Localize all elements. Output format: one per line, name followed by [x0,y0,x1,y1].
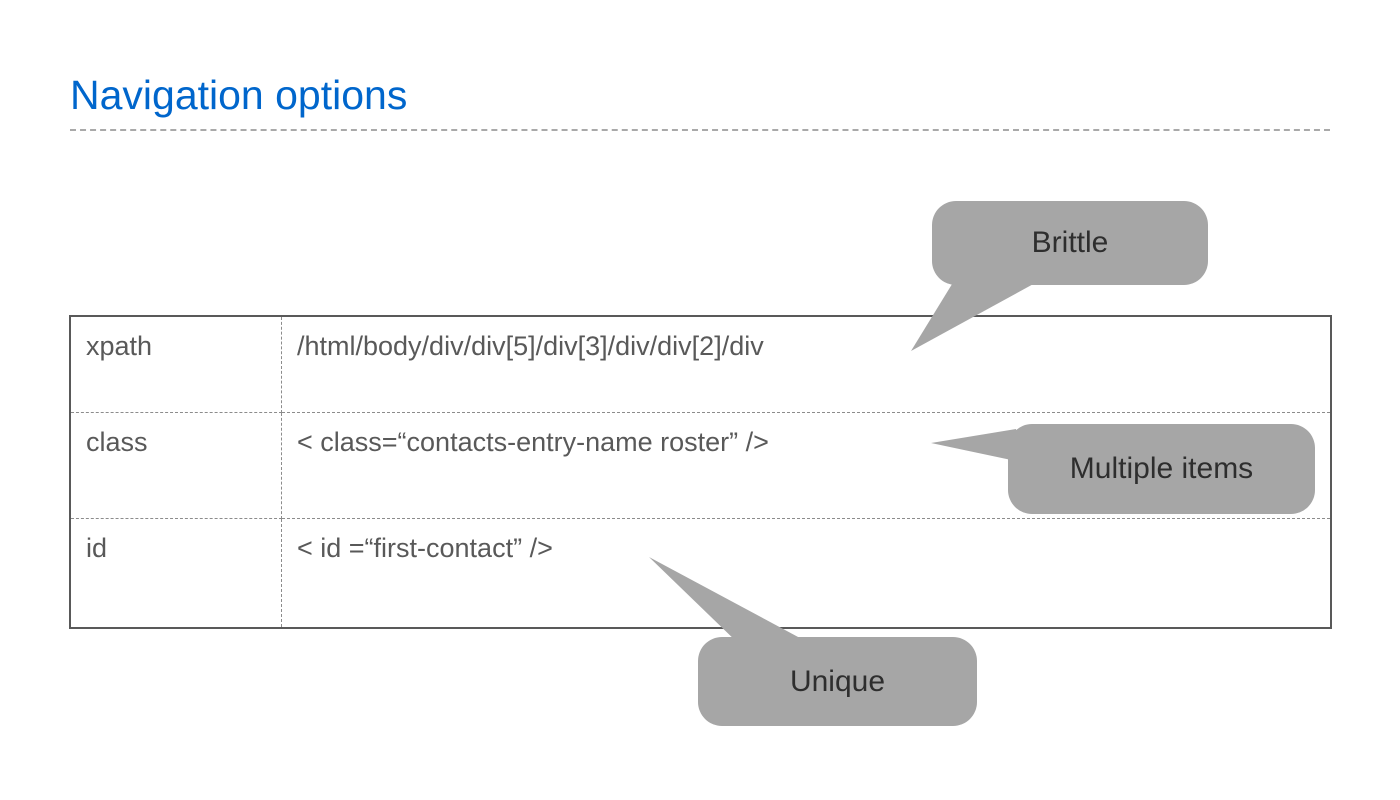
callout-brittle-label: Brittle [1031,226,1109,259]
table-cell-xpath-label: xpath [71,317,282,413]
callout-multiple-items-label: Multiple items [1069,452,1254,485]
table-cell-class-label: class [71,413,282,519]
table-cell-xpath-value: /html/body/div/div[5]/div[3]/div/div[2]/… [282,317,1330,413]
title-divider [70,129,1330,131]
callout-unique: Unique [698,637,977,726]
table-cell-id-label: id [71,519,282,627]
table-cell-class-value: < class=“contacts-entry-name roster” /> [282,413,1330,519]
page-title: Navigation options [70,72,408,118]
callout-unique-label: Unique [789,664,886,698]
callout-brittle: Brittle [932,201,1208,285]
callout-multiple-items: Multiple items [1008,424,1315,514]
table-cell-id-value: < id =“first-contact” /> [297,533,553,563]
